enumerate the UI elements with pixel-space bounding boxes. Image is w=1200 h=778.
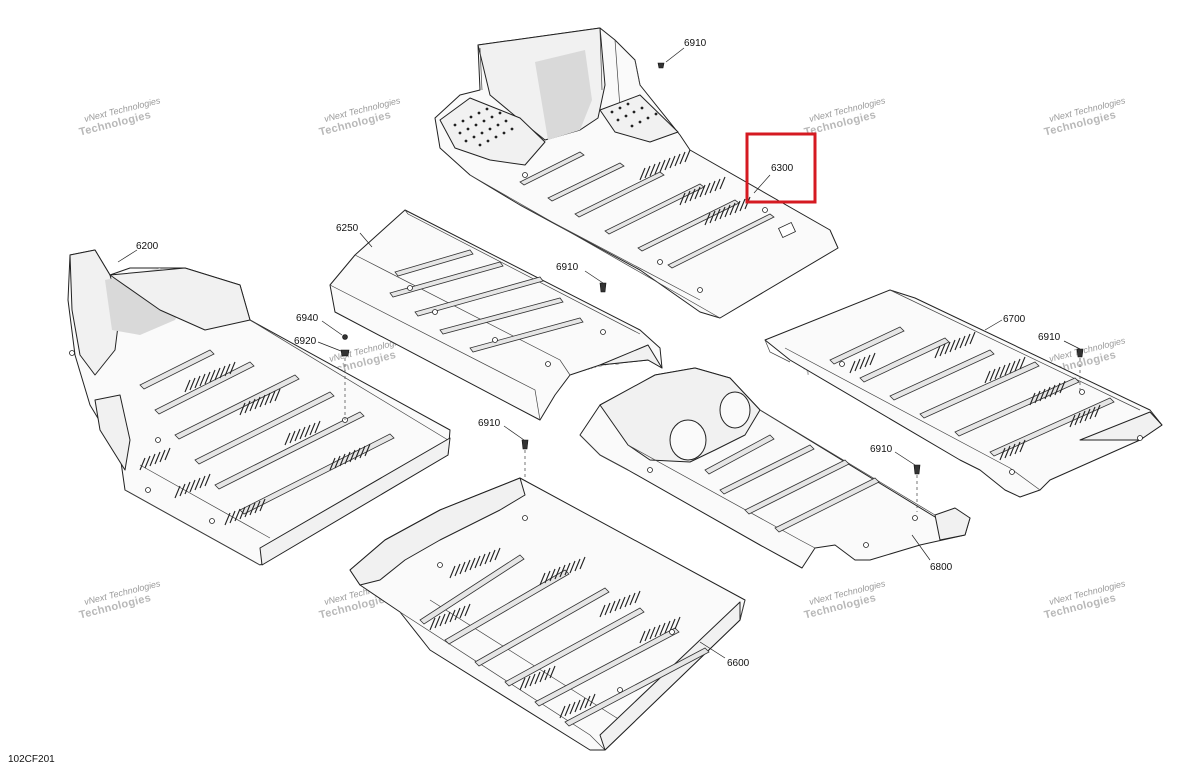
screw-6910-top[interactable]: 6910 [657, 38, 707, 69]
watermark: vNext Technologies Technologies [1043, 578, 1127, 621]
label-6910: 6910 [478, 418, 501, 429]
part-6600-floor-panel[interactable]: 6600 [349, 477, 750, 751]
watermark: vNext Technologies Technologies [803, 95, 887, 138]
label-6600: 6600 [727, 658, 750, 669]
fastener-6940[interactable]: 6940 [296, 313, 348, 340]
screw-6910-mid[interactable]: 6910 [556, 262, 607, 293]
watermark: vNext Technologies Technologies [78, 95, 162, 138]
callout-6300[interactable]: 6300 [745, 132, 817, 204]
floor-ribs [139, 349, 395, 515]
watermark: vNext Technologies Technologies [803, 578, 887, 621]
label-6200: 6200 [136, 241, 159, 252]
screw-6910-center[interactable]: 6910 [870, 444, 921, 512]
label-6250: 6250 [336, 223, 359, 234]
part-6300-floor-panel[interactable] [434, 27, 839, 319]
part-6250-tunnel-cover[interactable]: 6250 [329, 209, 663, 421]
floor-ribs [389, 249, 584, 353]
fastener-6920[interactable]: 6920 [294, 336, 350, 420]
floor-ribs [419, 554, 710, 727]
vent-hatch [139, 361, 371, 526]
label-6910: 6910 [684, 38, 707, 49]
label-6700: 6700 [1003, 314, 1026, 325]
vent-hatch [639, 149, 751, 226]
watermark: vNext Technologies Technologies [318, 95, 402, 138]
label-6300: 6300 [771, 163, 794, 174]
watermark: vNext Technologies Technologies [78, 578, 162, 621]
label-6940: 6940 [296, 313, 319, 324]
floor-ribs [704, 434, 880, 533]
part-6700-floor-panel[interactable]: 6700 [764, 289, 1163, 498]
grip-dots [453, 102, 658, 147]
part-6800-tunnel-lower[interactable]: 6800 [579, 367, 971, 573]
label-6910: 6910 [1038, 332, 1061, 343]
vent-hatch [429, 547, 681, 719]
label-6920: 6920 [294, 336, 317, 347]
label-6910: 6910 [870, 444, 893, 455]
vent-hatch [849, 331, 1101, 461]
floor-ribs [829, 326, 1115, 457]
label-6910: 6910 [556, 262, 579, 273]
watermark: vNext Technologies Technologies [1043, 95, 1127, 138]
part-6200-floor-panel[interactable]: 6200 [67, 241, 451, 566]
diagram-id: 102CF201 [8, 754, 55, 765]
label-6800: 6800 [930, 562, 953, 573]
highlight-box [745, 132, 817, 204]
screw-6910-right[interactable]: 6910 [1038, 332, 1084, 390]
